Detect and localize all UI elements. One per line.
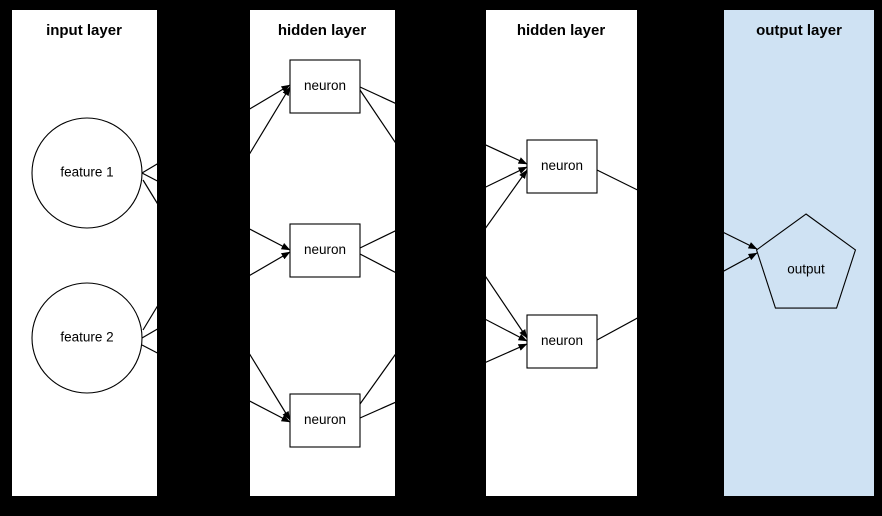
node-shape-rect (289, 223, 361, 278)
node-label: output (787, 262, 825, 277)
node-label: neuron (541, 333, 583, 348)
node-hidden2-neuron-1[interactable]: neuron (526, 139, 598, 194)
node-shape-rect (526, 139, 598, 194)
gap-hidden1-hidden2 (395, 0, 486, 516)
gap-right (874, 0, 882, 516)
node-label: feature 1 (60, 165, 113, 180)
node-shape-circle (31, 282, 143, 394)
node-label: neuron (304, 78, 346, 93)
node-feature-2[interactable]: feature 2 (31, 282, 143, 394)
panel-hidden-layer-2 (486, 10, 637, 496)
gap-input-hidden1 (157, 0, 250, 516)
node-shape-rect (526, 314, 598, 369)
panel-output-layer (724, 10, 874, 496)
title-input-layer: input layer (46, 22, 122, 39)
layer-nodes: feature 1 feature 2 neuron neuron neuron neur… (31, 59, 857, 448)
node-hidden1-neuron-1[interactable]: neuron (289, 59, 361, 114)
title-hidden-layer-2: hidden layer (517, 22, 606, 39)
panel-hidden-layer-1 (250, 10, 395, 496)
node-shape-rect (289, 59, 361, 114)
node-label: neuron (541, 158, 583, 173)
gap-bottom (0, 496, 882, 516)
node-shape-pentagon (755, 213, 857, 309)
node-output-node[interactable]: output (755, 213, 857, 309)
gap-top (0, 0, 882, 10)
node-hidden2-neuron-2[interactable]: neuron (526, 314, 598, 369)
title-hidden-layer-1: hidden layer (278, 22, 367, 39)
node-shape-circle (31, 117, 143, 229)
gap-left (0, 0, 12, 516)
node-hidden1-neuron-2[interactable]: neuron (289, 223, 361, 278)
gap-hidden2-output (637, 0, 724, 516)
layer-titles: input layer hidden layer hidden layer outpu… (46, 22, 842, 39)
node-label: neuron (304, 242, 346, 257)
node-label: feature 2 (60, 330, 113, 345)
title-output-layer: output layer (756, 22, 842, 39)
panel-input-layer (12, 10, 157, 496)
node-hidden1-neuron-3[interactable]: neuron (289, 393, 361, 448)
node-feature-1[interactable]: feature 1 (31, 117, 143, 229)
node-shape-rect (289, 393, 361, 448)
node-label: neuron (304, 412, 346, 427)
